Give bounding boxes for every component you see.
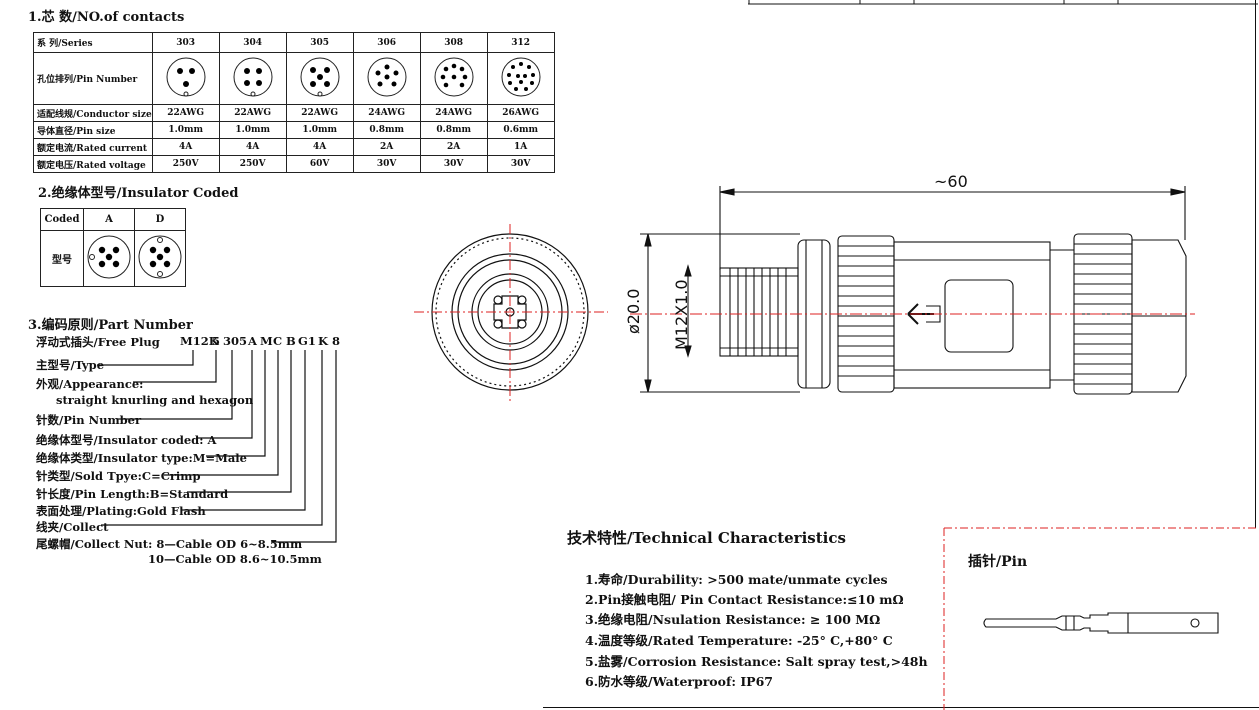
insulator-coded-item: 绝缘体型号/Insulator coded: A [36,433,217,447]
pin-layout-304 [218,52,287,105]
plating-item: 表面处理/Plating:Gold Flash [36,504,206,518]
title-block-edge [748,0,1258,5]
type-label: 型号 [40,230,84,287]
insulator-d-icon [134,230,186,287]
code-char-type: M12K [180,334,219,348]
code-char-collect: K [318,334,328,348]
diameter-dimension: ø20.0 [624,288,643,334]
conductor-size-value: 24AWG [419,104,488,122]
tech-contact-resistance: 2.Pin接触电阻/ Pin Contact Resistance:≤10 mΩ [585,592,904,607]
pin-number-label: 孔位排列/Pin Number [33,52,153,105]
conductor-size-value: 24AWG [352,104,421,122]
pin-number-item: 针数/Pin Number [36,413,142,427]
rated-voltage-value: 30V [419,155,488,173]
pin-size-value: 0.8mm [352,121,421,139]
part-number-leader-lines [97,350,337,543]
pin-type-item: 针类型/Sold Tpye:C=Crimp [36,469,201,483]
code-char-plating: G1 [298,334,316,348]
pin-length-item: 针长度/Pin Length:B=Standard [36,487,229,501]
appearance-detail: straight knurling and hexagon [56,393,254,407]
pin-size-value: 0.6mm [486,121,555,139]
insulator-a-icon [83,230,135,287]
tech-title: 技术特性/Technical Characteristics [567,529,846,547]
tech-corrosion: 5.盐雾/Corrosion Resistance: Salt spray te… [585,654,928,669]
pin-drawing [983,612,1219,634]
conductor-size-value: 26AWG [486,104,555,122]
rated-current-value: 2A [419,138,488,156]
collect-item: 线夹/Collect [36,520,109,534]
collect-nut-detail: 10—Cable OD 8.6~10.5mm [148,552,322,566]
code-char-nut: 8 [332,334,341,348]
code-char-pins: 305 [223,334,248,348]
contacts-table: 系 列/Series 303 304 305 306 308 312 孔位排列/… [33,32,555,173]
section1-title: 1.芯 数/NO.of contacts [28,10,185,25]
insulator-type-item: 绝缘体类型/Insulator type:M=Male [36,451,247,465]
type-item: 主型号/Type [36,358,105,372]
pin-layout-312 [486,52,555,105]
frame-bottom-line [543,707,1259,708]
tech-durability: 1.寿命/Durability: >500 mate/unmate cycles [585,572,888,587]
code-char-pin-type: C [273,334,283,348]
code-char-appearance: 5 [212,334,221,348]
tech-insulation-resistance: 3.绝缘电阻/Nsulation Resistance: ≥ 100 MΩ [585,612,881,627]
tech-temperature: 4.温度等级/Rated Temperature: -25° C,+80° C [585,633,893,648]
code-char-insulator-type: M [260,334,273,348]
pin-box-title: 插针/Pin [968,554,1028,570]
series-306: 306 [352,32,421,53]
series-312: 312 [486,32,555,53]
thread-dimension: M12X1.0 [672,279,691,350]
side-view-drawing [630,186,1195,395]
frame-right-line [1255,0,1256,528]
section2-title: 2.绝缘体型号/Insulator Coded [38,186,239,201]
code-char-pin-length: B [286,334,296,348]
series-308: 308 [419,32,488,53]
rated-current-value: 2A [352,138,421,156]
front-view-drawing [414,224,608,402]
pin-layout-308 [419,52,488,105]
pin-box-frame [943,527,1259,710]
code-char-coded: A [248,334,257,348]
section3-title: 3.编码原则/Part Number [28,318,193,333]
pin-size-value: 0.8mm [419,121,488,139]
tech-waterproof: 6.防水等级/Waterproof: IP67 [585,674,773,689]
rated-current-value: 1A [486,138,555,156]
length-dimension: ~60 [934,172,968,191]
rated-voltage-value: 30V [486,155,555,173]
rated-voltage-value: 30V [352,155,421,173]
collect-nut-item: 尾螺帽/Collect Nut: 8—Cable OD 6~8.5mm [36,537,303,551]
insulator-table: Coded A D 型号 [40,208,186,287]
rated-voltage-value: 60V [285,155,354,173]
pin-layout-306 [352,52,421,105]
free-plug-label: 浮动式插头/Free Plug [36,335,160,349]
appearance-item: 外观/Appearance: [36,377,144,391]
